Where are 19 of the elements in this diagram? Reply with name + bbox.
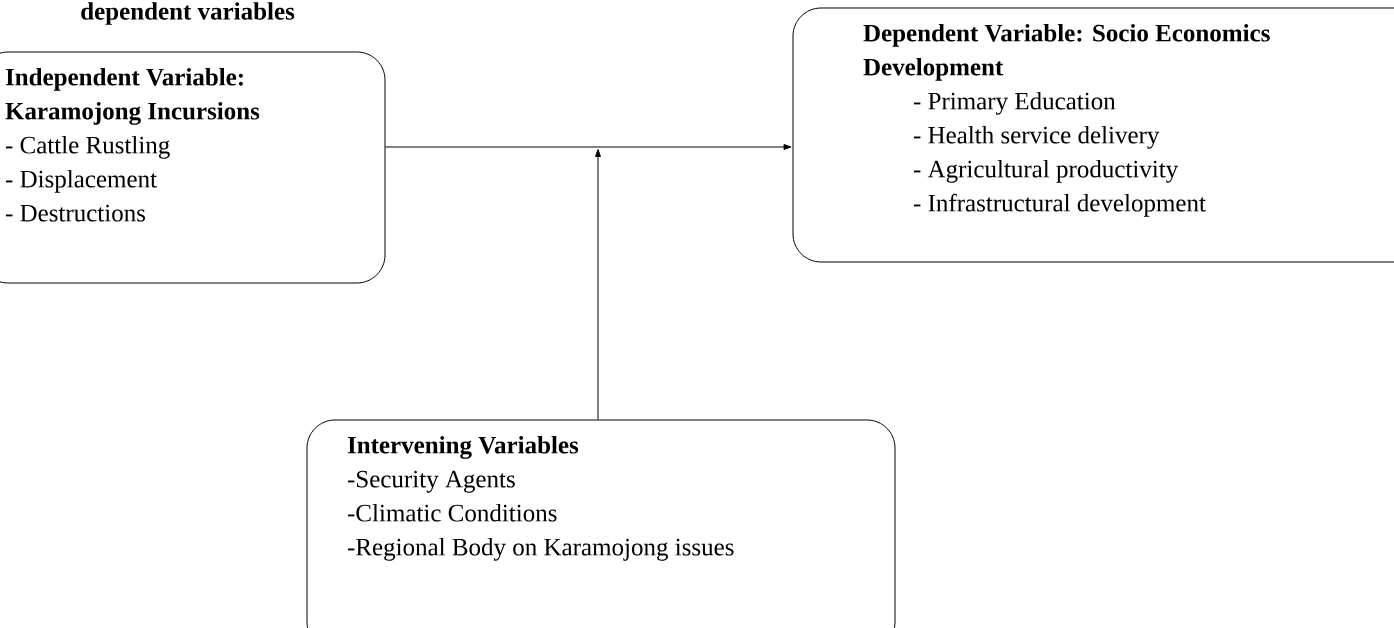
list-item: - Displacement <box>5 170 157 193</box>
box-heading: Independent Variable: Karamojong Incursions <box>5 68 260 125</box>
rounded-box <box>792 7 1394 263</box>
rounded-box <box>0 51 386 284</box>
heading-text: dependent variables <box>81 2 295 25</box>
list-item: - Primary Education <box>913 92 1116 115</box>
list-item: - Agricultural productivity <box>913 160 1179 183</box>
list-item: - Cattle Rustling <box>5 136 170 159</box>
box-heading: Intervening Variables <box>347 436 579 459</box>
arrow <box>385 144 792 150</box>
rounded-box <box>306 419 896 628</box>
list-item: - Destructions <box>5 204 146 222</box>
list-item: - Infrastructural development <box>913 193 1206 217</box>
list-item: -Regional Body on Karamojong issues <box>347 538 734 561</box>
box-heading: Dependent Variable: Socio Economics Development <box>863 24 1270 81</box>
list-item: - Health service delivery <box>913 126 1160 149</box>
arrow <box>595 149 601 420</box>
list-item: -Climatic Conditions <box>347 504 557 522</box>
list-item: -Security Agents <box>347 470 515 493</box>
